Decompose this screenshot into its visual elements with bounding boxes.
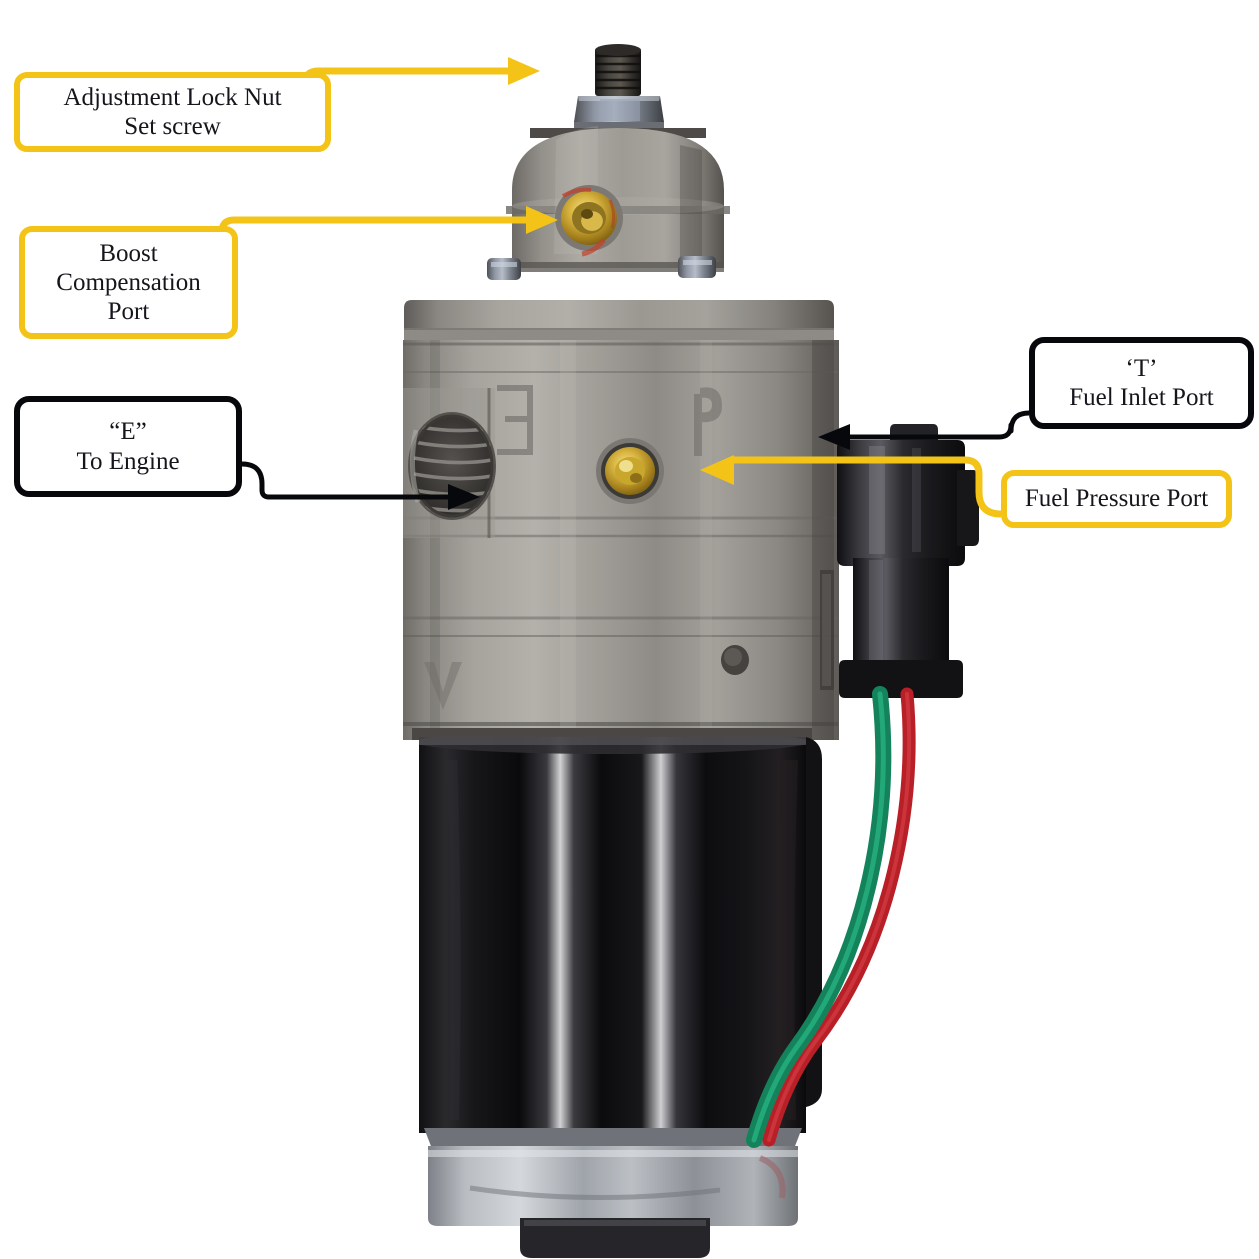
callout-fuel-inlet-port: ‘T’ Fuel Inlet Port [1029,337,1254,429]
adjustment-lock-nut-group [574,96,664,128]
callout-fuel-pressure-port: Fuel Pressure Port [1001,470,1232,528]
callout-boost-compensation-port: Boost Compensation Port [19,226,238,339]
regulator-cap-group [506,126,730,272]
boost-compensation-port-group [555,185,623,257]
callout-line: To Engine [76,447,180,475]
callout-line: Set screw [124,113,221,140]
engine-outlet-port-group [408,412,496,520]
callout-line: Adjustment Lock Nut [63,83,282,111]
pump-body-group [403,300,839,740]
callout-line: Fuel Pressure Port [1024,485,1209,513]
electrical-connector-group [837,424,979,698]
callout-line: Fuel Inlet Port [1069,384,1214,411]
callout-adjustment-lock-nut: Adjustment Lock Nut Set screw [14,72,331,152]
callout-engine-outlet-port: “E” To Engine [14,396,242,497]
callout-line: Boost [99,239,158,267]
adjustment-set-screw-group [595,44,641,96]
cast-mark-e [497,385,533,455]
callout-line: ‘T’ [1125,354,1158,382]
motor-housing-group [412,728,822,1133]
fuel-pressure-port-group [596,438,664,504]
green-wire-path [751,691,886,1143]
cast-mark-p [694,387,722,456]
wire-harness-group [746,686,916,1148]
callout-line: Port [107,298,150,326]
red-wire-path [767,692,912,1142]
callout-line: Compensation [56,268,201,296]
base-plate-group [424,1128,802,1258]
cast-mark-v [424,662,462,710]
callout-line: “E” [109,418,147,446]
cap-flange-bolts [487,256,716,280]
